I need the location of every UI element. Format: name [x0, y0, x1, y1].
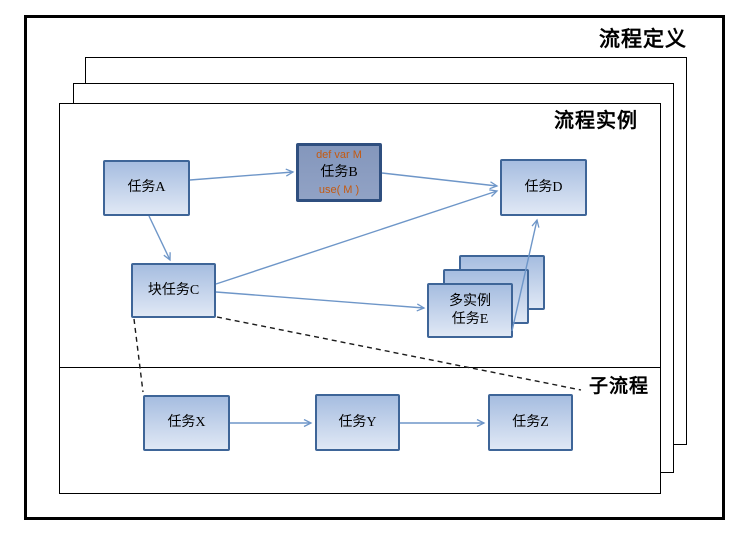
task-e-label-line2: 任务E [451, 311, 489, 327]
task-node-e: 多实例 任务E [427, 283, 513, 338]
task-b-def-annotation: def var M [316, 149, 362, 161]
subprocess-divider-line [60, 367, 660, 368]
task-node-d: 任务D [500, 159, 587, 216]
task-node-c: 块任务C [131, 263, 216, 318]
task-e-label-line1: 多实例 [449, 294, 491, 309]
task-b-label: 任务B [320, 164, 358, 180]
task-node-y: 任务Y [315, 394, 400, 451]
task-a-label: 任务A [127, 180, 166, 196]
process-instance-title: 流程实例 [554, 110, 638, 132]
task-node-x: 任务X [143, 395, 230, 451]
task-node-a: 任务A [103, 160, 190, 216]
subprocess-title: 子流程 [589, 376, 650, 397]
task-x-label: 任务X [167, 415, 206, 431]
task-c-label: 块任务C [147, 282, 200, 298]
task-z-label: 任务Z [512, 414, 549, 430]
task-node-z: 任务Z [488, 394, 573, 451]
task-node-b: def var M 任务B use( M ) [296, 143, 382, 202]
process-definition-title: 流程定义 [599, 27, 687, 51]
task-d-label: 任务D [524, 179, 563, 195]
task-y-label: 任务Y [338, 414, 377, 430]
task-b-use-annotation: use( M ) [318, 183, 360, 196]
process-definition-frame [24, 15, 725, 520]
